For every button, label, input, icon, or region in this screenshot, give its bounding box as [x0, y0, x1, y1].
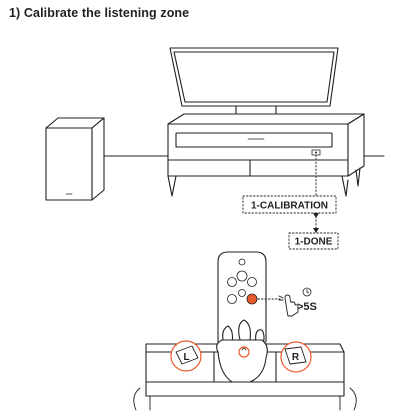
- hold-time-text: >5S: [297, 301, 317, 313]
- done-text: 1-DONE: [295, 237, 333, 248]
- right-speaker-label: R: [292, 352, 300, 363]
- left-speaker-label: L: [183, 352, 189, 363]
- calibration-text: 1-CALIBRATION: [251, 201, 328, 212]
- remote-control: [217, 251, 267, 343]
- calibration-label: 1-CALIBRATION: [242, 195, 337, 214]
- subwoofer: [45, 117, 105, 201]
- hand-press-icon: [278, 294, 299, 317]
- leader-arrow: [313, 228, 319, 233]
- timer-icon: [302, 287, 312, 297]
- left-speaker: L: [170, 340, 202, 372]
- hand: [216, 319, 268, 383]
- leader-arrow: [313, 213, 319, 218]
- tv-stand: [167, 113, 365, 197]
- done-label: 1-DONE: [288, 232, 339, 250]
- soundbar: [175, 132, 333, 156]
- tv: [169, 47, 339, 115]
- right-speaker: R: [280, 341, 312, 373]
- step-heading: 1) Calibrate the listening zone: [9, 6, 190, 20]
